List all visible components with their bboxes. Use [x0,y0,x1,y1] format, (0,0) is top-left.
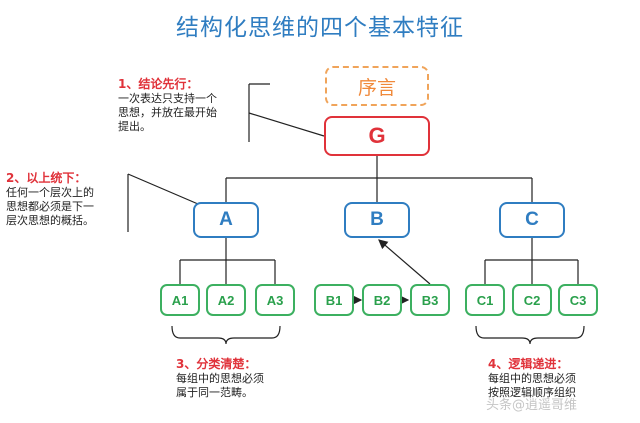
note-conclusion-first: 1、结论先行： 一次表达只支持一个 思想，并放在最开始 提出。 [118,76,248,134]
node-c: C [499,202,565,238]
note-heading: 1、结论先行： [118,77,199,91]
watermark: 头条@逍遥哥维 [486,398,578,413]
note-body: 一次表达只支持一个 思想，并放在最开始 提出。 [118,92,217,133]
note-heading: 3、分类清楚： [176,357,257,371]
note-heading: 2、以上统下： [6,171,87,185]
node-a2: A2 [206,284,246,316]
note-top-down: 2、以上统下： 任何一个层次上的 思想都必须是下一 层次思想的概括。 [6,170,128,228]
node-b3: B3 [410,284,450,316]
preface-node: 序言 [325,66,429,106]
top-node-g: G [324,116,430,156]
note-heading: 4、逻辑递进： [488,357,569,371]
diagram-title: 结构化思维的四个基本特征 [176,15,464,41]
node-c2: C2 [512,284,552,316]
note-body: 每组中的思想必须 属于同一范畴。 [176,372,264,399]
node-a3: A3 [255,284,295,316]
node-c1: C1 [465,284,505,316]
node-b1: B1 [314,284,354,316]
note-body: 每组中的思想必须 按照逻辑顺序组织 [488,372,576,399]
node-a: A [193,202,259,238]
note-logical-progression: 4、逻辑递进： 每组中的思想必须 按照逻辑顺序组织 [488,356,628,400]
node-a1: A1 [160,284,200,316]
node-b2: B2 [362,284,402,316]
note-clear-classification: 3、分类清楚： 每组中的思想必须 属于同一范畴。 [176,356,306,400]
note-body: 任何一个层次上的 思想都必须是下一 层次思想的概括。 [6,186,94,227]
node-b: B [344,202,410,238]
node-c3: C3 [558,284,598,316]
